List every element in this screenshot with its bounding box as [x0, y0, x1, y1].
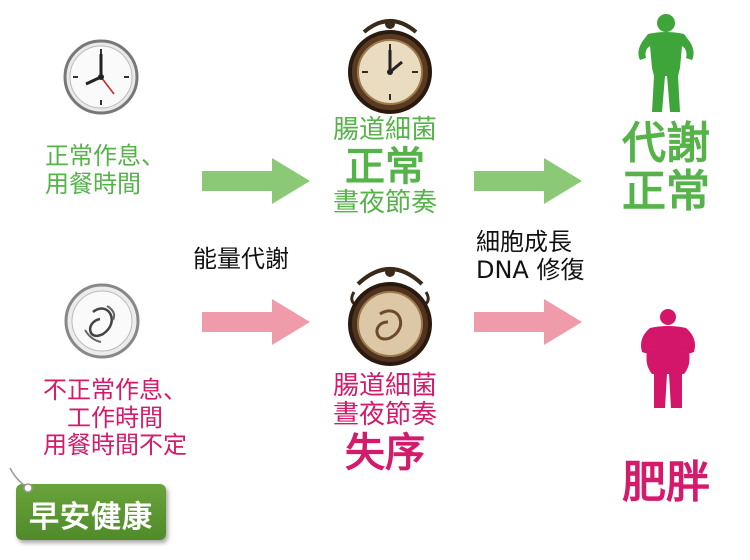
obesity-outcome: 肥胖 [622, 457, 710, 508]
normal-routine-label: 正常作息、 用餐時間 [45, 142, 165, 198]
green-arrow-right [474, 158, 582, 204]
gut-bacteria-normal-block: 腸道細菌 正常 晝夜節奏 [332, 115, 437, 218]
pink-arrow-right [474, 299, 582, 345]
brand-logo-text: 早安健康 [29, 500, 153, 535]
cell-growth-dna-repair-label: 細胞成長 DNA 修復 [476, 228, 585, 284]
abnormal-routine-label: 不正常作息、 工作時間 用餐時間不定 [43, 376, 187, 460]
antique-clock-icon [344, 16, 436, 114]
distorted-clock-icon [63, 282, 141, 360]
muscular-man-icon [626, 12, 706, 116]
obese-man-icon [628, 308, 708, 412]
wall-clock-icon [62, 38, 140, 116]
metabolism-normal-outcome: 代謝 正常 [622, 118, 710, 218]
brand-logo: 早安健康 [16, 484, 166, 540]
distorted-antique-clock-icon [344, 262, 436, 370]
gut-bacteria-disorder-block: 腸道細菌 晝夜節奏 失序 [332, 371, 437, 477]
pink-arrow-left [202, 299, 310, 345]
logo-tag-string-icon [6, 466, 36, 500]
energy-metabolism-label: 能量代謝 [193, 245, 289, 273]
green-arrow-left [202, 158, 310, 204]
